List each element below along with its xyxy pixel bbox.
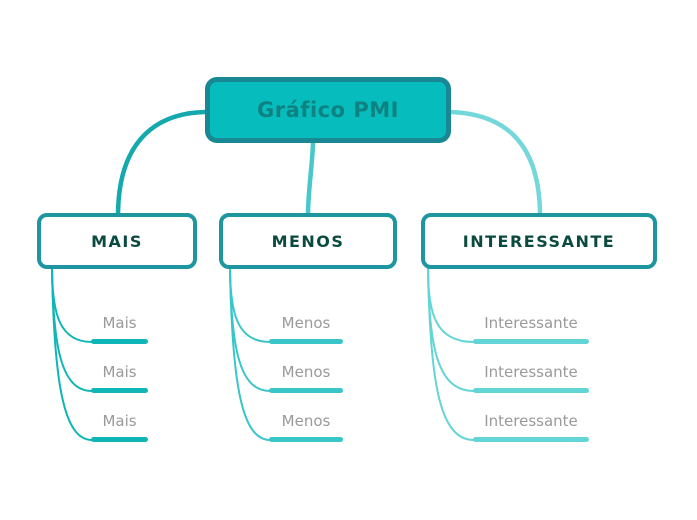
branch-node-interessante[interactable]: INTERESSANTE bbox=[421, 213, 657, 269]
curve-root-to-interessante bbox=[448, 109, 543, 219]
branch-node-menos-label: MENOS bbox=[271, 231, 345, 251]
root-node[interactable]: Gráfico PMI bbox=[205, 77, 451, 143]
leaf-underline bbox=[473, 339, 589, 344]
curve-interessante-to-leaf-3 bbox=[427, 266, 475, 441]
branch-node-menos[interactable]: MENOS bbox=[219, 213, 397, 269]
leaf-item-interessante-3[interactable]: Interessante bbox=[473, 412, 589, 442]
leaf-underline bbox=[269, 388, 343, 393]
leaf-label: Interessante bbox=[484, 412, 578, 430]
leaf-label: Mais bbox=[102, 412, 137, 430]
curve-root-to-menos bbox=[305, 140, 316, 219]
leaf-underline bbox=[269, 437, 343, 442]
leaf-item-mais-1[interactable]: Mais bbox=[91, 314, 148, 344]
leaf-label: Menos bbox=[281, 412, 331, 430]
leaf-underline bbox=[269, 339, 343, 344]
curve-interessante-to-leaf-2 bbox=[427, 266, 475, 392]
curve-mais-to-leaf-2 bbox=[51, 266, 93, 392]
leaf-label: Mais bbox=[102, 363, 137, 381]
curve-mais-to-leaf-1 bbox=[51, 266, 93, 343]
leaf-underline bbox=[91, 388, 148, 393]
leaf-label: Menos bbox=[281, 363, 331, 381]
leaf-label: Interessante bbox=[484, 363, 578, 381]
leaf-underline bbox=[473, 437, 589, 442]
branch-node-interessante-label: INTERESSANTE bbox=[462, 231, 616, 251]
leaf-item-menos-3[interactable]: Menos bbox=[269, 412, 343, 442]
leaf-underline bbox=[473, 388, 589, 393]
leaf-item-menos-2[interactable]: Menos bbox=[269, 363, 343, 393]
leaf-item-interessante-1[interactable]: Interessante bbox=[473, 314, 589, 344]
branch-node-mais-label: MAIS bbox=[91, 231, 143, 251]
leaf-label: Interessante bbox=[484, 314, 578, 332]
curve-root-to-mais bbox=[115, 109, 208, 219]
leaf-item-interessante-2[interactable]: Interessante bbox=[473, 363, 589, 393]
curve-interessante-to-leaf-1 bbox=[427, 266, 475, 343]
root-node-label: Gráfico PMI bbox=[257, 98, 399, 122]
branch-node-mais[interactable]: MAIS bbox=[37, 213, 197, 269]
leaf-label: Menos bbox=[281, 314, 331, 332]
leaf-underline bbox=[91, 339, 148, 344]
curve-menos-to-leaf-3 bbox=[229, 266, 271, 441]
leaf-item-mais-3[interactable]: Mais bbox=[91, 412, 148, 442]
leaf-underline bbox=[91, 437, 148, 442]
leaf-item-mais-2[interactable]: Mais bbox=[91, 363, 148, 393]
leaf-item-menos-1[interactable]: Menos bbox=[269, 314, 343, 344]
curve-menos-to-leaf-1 bbox=[229, 266, 271, 343]
leaf-label: Mais bbox=[102, 314, 137, 332]
curve-menos-to-leaf-2 bbox=[229, 266, 271, 392]
curve-mais-to-leaf-3 bbox=[51, 266, 93, 441]
